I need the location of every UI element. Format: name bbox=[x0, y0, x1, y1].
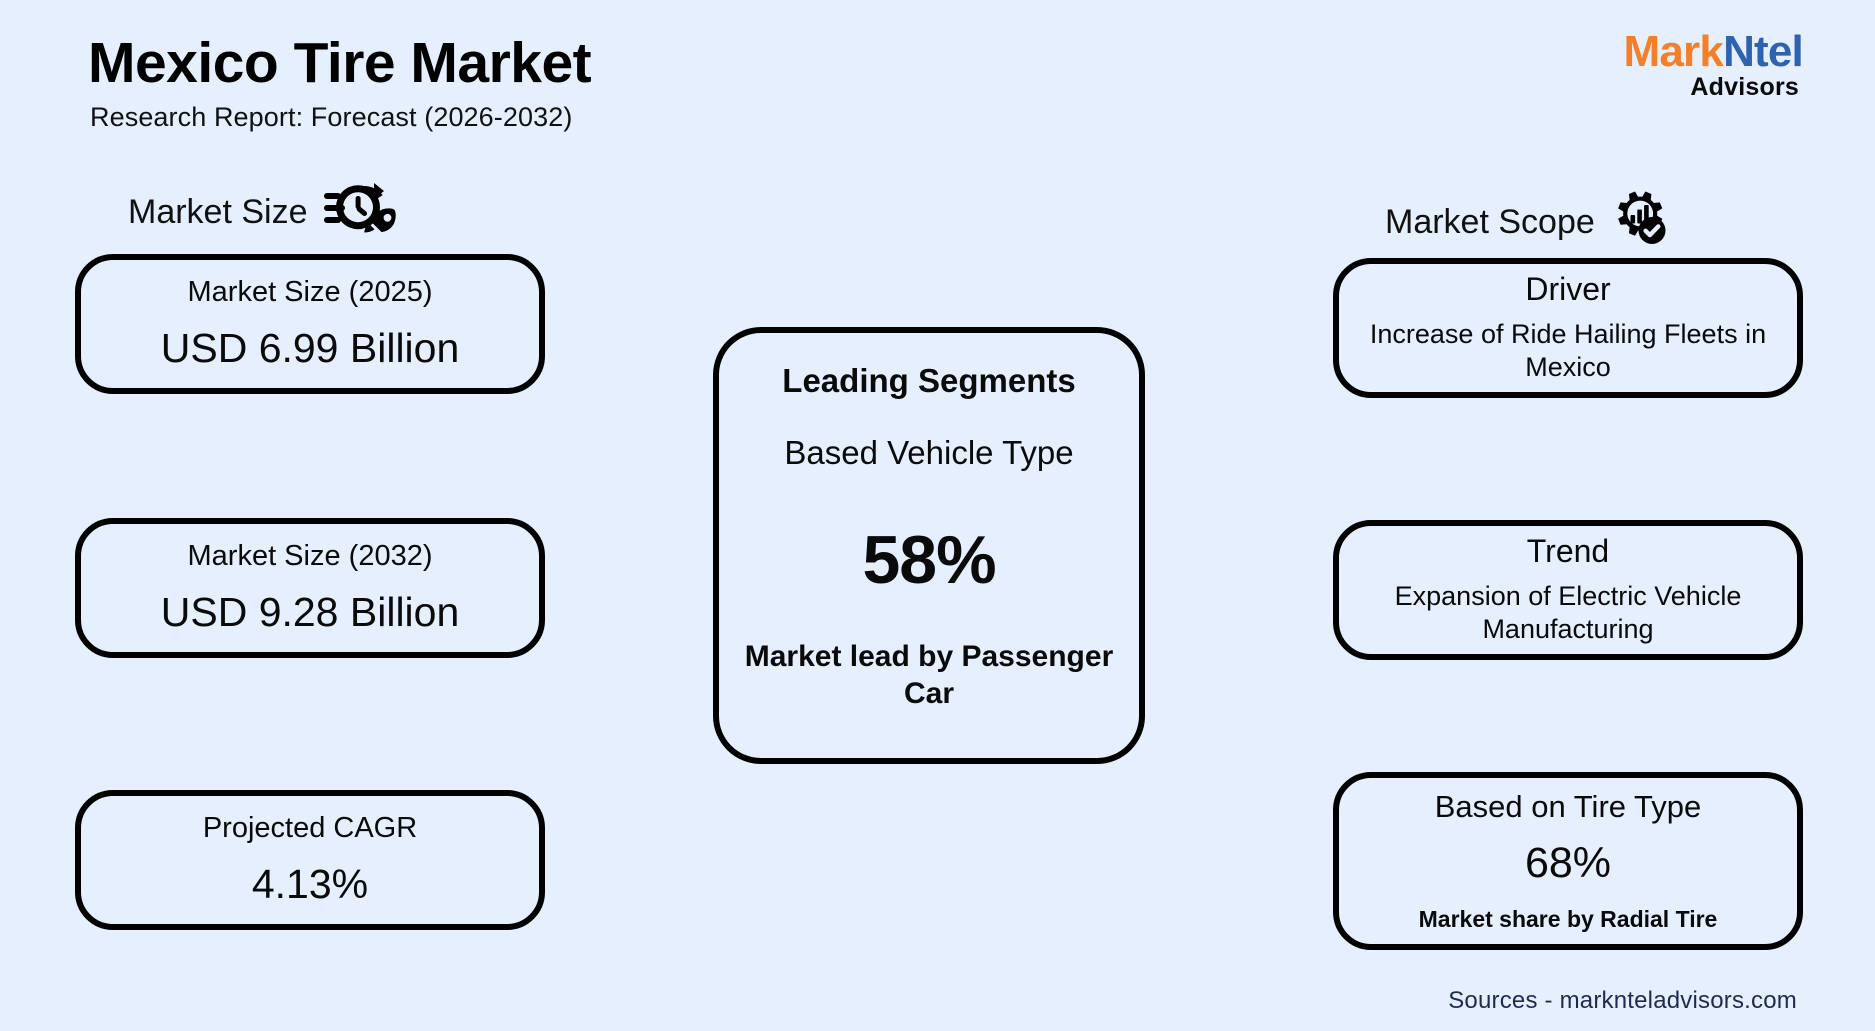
card-note: Market share by Radial Tire bbox=[1418, 905, 1718, 932]
card-driver[interactable]: Driver Increase of Ride Hailing Fleets i… bbox=[1333, 258, 1803, 398]
card-tire-type[interactable]: Based on Tire Type 68% Market share by R… bbox=[1333, 772, 1803, 950]
section-heading-market-scope-label: Market Scope bbox=[1385, 203, 1595, 241]
brand-logo[interactable]: MarkNtel Advisors bbox=[1623, 27, 1804, 101]
clock-rocket-icon bbox=[323, 182, 396, 243]
card-value: 4.13% bbox=[251, 860, 369, 907]
card-value: USD 6.99 Billion bbox=[160, 324, 460, 371]
card-label: Projected CAGR bbox=[202, 812, 418, 844]
leading-segments-percent: 58% bbox=[862, 521, 996, 598]
card-title: Based on Tire Type bbox=[1434, 788, 1702, 824]
header-block: Mexico Tire Market Research Report: Fore… bbox=[88, 31, 592, 133]
card-body: Expansion of Electric Vehicle Manufactur… bbox=[1394, 580, 1742, 644]
card-body: Increase of Ride Hailing Fleets in Mexic… bbox=[1369, 318, 1767, 382]
card-percent: 68% bbox=[1524, 838, 1612, 887]
section-heading-market-size-label: Market Size bbox=[128, 193, 308, 231]
sources-footer: Sources - marknteladvisors.com bbox=[1448, 987, 1797, 1014]
card-market-size-2025[interactable]: Market Size (2025) USD 6.99 Billion bbox=[75, 254, 545, 394]
leading-segments-title: Leading Segments bbox=[782, 362, 1076, 399]
logo-wordmark: MarkNtel bbox=[1623, 27, 1804, 76]
logo-mark-text: Mark bbox=[1623, 27, 1724, 76]
section-heading-market-scope: Market Scope bbox=[1385, 190, 1669, 255]
card-title: Driver bbox=[1525, 271, 1611, 308]
gear-chart-check-icon bbox=[1611, 190, 1669, 255]
page-title: Mexico Tire Market bbox=[88, 31, 592, 95]
card-label: Market Size (2032) bbox=[187, 540, 433, 572]
card-label: Market Size (2025) bbox=[187, 276, 433, 308]
logo-tagline: Advisors bbox=[1690, 73, 1799, 101]
page-subtitle: Research Report: Forecast (2026-2032) bbox=[90, 101, 573, 132]
card-trend[interactable]: Trend Expansion of Electric Vehicle Manu… bbox=[1333, 520, 1803, 660]
card-projected-cagr[interactable]: Projected CAGR 4.13% bbox=[75, 790, 545, 930]
card-value: USD 9.28 Billion bbox=[160, 588, 460, 635]
card-leading-segments[interactable]: Leading Segments Based Vehicle Type 58% … bbox=[713, 327, 1145, 764]
logo-ntel-text: Ntel bbox=[1723, 27, 1804, 76]
leading-segments-footnote: Market lead by Passenger Car bbox=[744, 639, 1114, 711]
card-market-size-2032[interactable]: Market Size (2032) USD 9.28 Billion bbox=[75, 518, 545, 658]
card-title: Trend bbox=[1526, 533, 1610, 570]
section-heading-market-size: Market Size bbox=[128, 182, 396, 243]
leading-segments-subtitle: Based Vehicle Type bbox=[784, 434, 1074, 472]
